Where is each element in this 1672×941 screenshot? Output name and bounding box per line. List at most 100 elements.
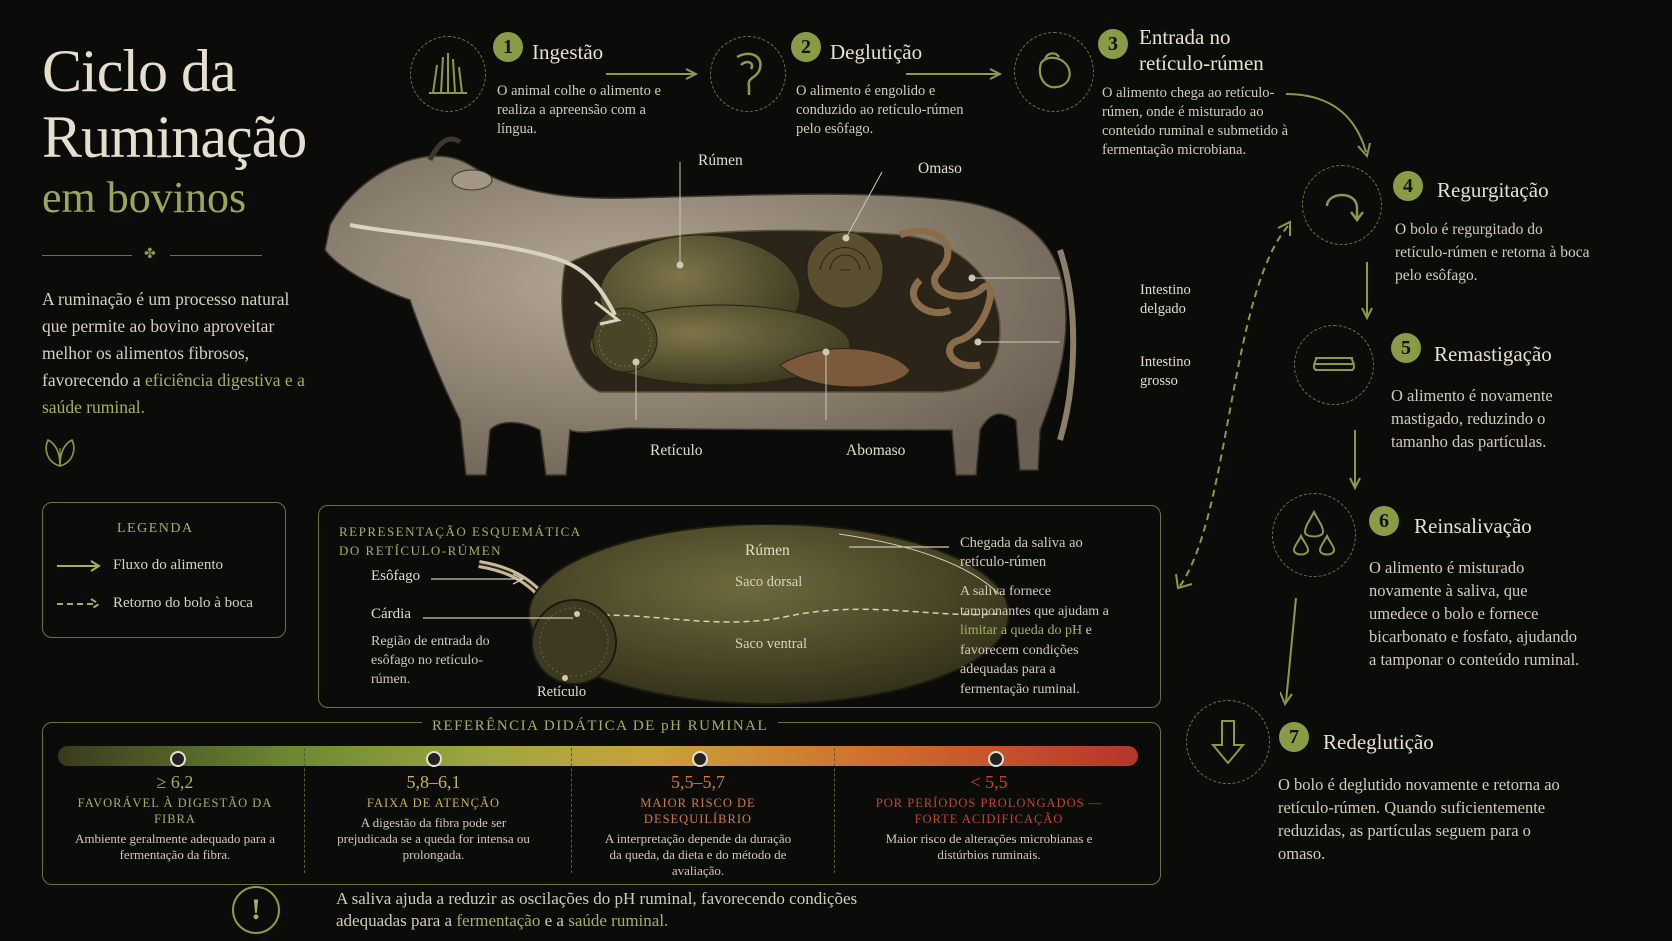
ph-marker-4	[988, 751, 1004, 767]
saliva-pointer	[849, 546, 949, 548]
label-intestino-delgado: Intestino delgado	[1140, 282, 1191, 317]
step-1-badge: 1	[493, 32, 523, 62]
schema-title-line-1: REPRESENTAÇÃO ESQUEMÁTICA	[339, 524, 582, 539]
stomach-icon	[1014, 32, 1094, 112]
schema-cardia-desc: Região de entrada do esôfago no retículo…	[371, 634, 490, 687]
reticulo-organ	[592, 307, 658, 373]
ph-range-1-value: ≥ 6,2	[156, 772, 194, 792]
step-3-desc: O alimento chega ao retículo-rúmen, onde…	[1102, 85, 1289, 158]
ph-marker-1	[170, 751, 186, 767]
divider	[170, 255, 262, 256]
cardia-pointer	[423, 617, 573, 619]
ph-range-3-value: 5,5–5,7	[671, 772, 725, 792]
label-intestino-grosso: Intestino grosso	[1140, 354, 1191, 389]
step-2-title: Deglutição	[830, 40, 923, 64]
ph-range-4: < 5,5 POR PERÍODOS PROLONGADOS — FORTE A…	[864, 772, 1114, 863]
note-line-1: A saliva ajuda a reduzir as oscilações d…	[336, 889, 858, 908]
ph-gradient-bar	[58, 746, 1138, 766]
page-subtitle: em bovinos	[42, 173, 247, 222]
step-7-badge: 7	[1279, 722, 1309, 752]
flow-arrow-5	[1349, 430, 1361, 491]
ph-range-2-value: 5,8–6,1	[406, 772, 461, 792]
intro-highlight: eficiência digestiva e a saúde ruminal.	[42, 370, 305, 417]
step-4-title: Regurgitação	[1437, 178, 1549, 202]
ph-range-1: ≥ 6,2 FAVORÁVEL À DIGESTÃO DA FIBRA Ambi…	[70, 772, 280, 863]
schema-label-esofago: Esôfago	[371, 568, 421, 584]
drops-icon	[1272, 493, 1356, 577]
ph-range-4-value: < 5,5	[970, 772, 1008, 792]
leaf-ornament-icon: ✤	[144, 247, 156, 262]
esofago-pointer	[431, 573, 525, 585]
schema-label-rumen: Rúmen	[745, 542, 790, 559]
step-5-desc: O alimento é novamente mastigado, reduzi…	[1391, 386, 1553, 451]
step-7-desc: O bolo é deglutido novamente e retorna a…	[1278, 775, 1560, 863]
exclamation-icon: !	[232, 886, 280, 934]
step-4-badge: 4	[1393, 171, 1423, 201]
saliva-text-b: e favorecem condições adequadas para a f…	[960, 623, 1092, 697]
ph-range-3: 5,5–5,7 MAIOR RISCO DE DESEQUILÍBRIO A i…	[603, 772, 793, 879]
schema-title-line-2: DO RETÍCULO-RÚMEN	[339, 543, 503, 558]
note-highlight-1: fermentação	[456, 911, 541, 930]
saliva-highlight: limitar a queda do pH	[960, 623, 1083, 638]
ph-marker-2	[426, 751, 442, 767]
legend-title: LEGENDA	[117, 521, 194, 536]
step-3-title-line-1: Entrada no	[1139, 25, 1231, 49]
step-3-title-line-2: retículo-rúmen	[1139, 51, 1264, 75]
note-text-b: adequadas para a	[336, 911, 457, 930]
note-text-c: e a	[540, 911, 569, 930]
rumen-schematic	[478, 524, 1010, 705]
chewing-icon	[1294, 325, 1374, 405]
ph-range-2-caption: FAIXA DE ATENÇÃO	[366, 796, 501, 810]
ph-divider	[571, 748, 572, 873]
ph-range-3-caption: MAIOR RISCO DE DESEQUILÍBRIO	[640, 796, 756, 826]
note-highlight-2: saúde ruminal.	[568, 911, 669, 930]
ph-divider	[304, 748, 305, 873]
schema-label-cardia: Cárdia	[371, 606, 411, 622]
ph-range-2-desc: A digestão da fibra pode ser prejudicada…	[337, 815, 530, 862]
step-4-desc: O bolo é regurgitado do retículo-rúmen e…	[1395, 221, 1590, 284]
bottom-note: A saliva ajuda a reduzir as oscilações d…	[336, 888, 857, 932]
step-3-badge: 3	[1098, 29, 1128, 59]
ph-range-4-desc: Maior risco de alterações microbianas e …	[885, 831, 1093, 862]
title-line-2: Ruminação	[42, 104, 307, 170]
schema-box: REPRESENTAÇÃO ESQUEMÁTICA DO RETÍCULO-RÚ…	[318, 505, 1161, 708]
schema-label-saco-ventral: Saco ventral	[735, 636, 808, 652]
label-abomaso: Abomaso	[846, 442, 906, 459]
ph-range-1-caption: FAVORÁVEL À DIGESTÃO DA FIBRA	[77, 796, 273, 826]
esophagus-path	[349, 223, 617, 316]
label-rumen: Rúmen	[698, 152, 743, 169]
cow-illustration	[324, 136, 1077, 476]
saliva-text-a: A saliva fornece tamponantes que ajudam …	[960, 584, 1109, 619]
schema-saliva-title: Chegada da saliva ao retículo-rúmen	[960, 535, 1083, 570]
label-reticulo: Retículo	[650, 442, 703, 459]
throat-icon	[710, 36, 786, 112]
ph-divider	[834, 748, 835, 873]
intestines	[898, 227, 994, 370]
flow-arrow-1	[606, 68, 699, 80]
flow-arrow-4	[1361, 262, 1373, 321]
divider	[42, 255, 132, 256]
step-2-badge: 2	[791, 32, 821, 62]
intro-text: A ruminação é um processo natural que pe…	[42, 289, 290, 390]
legend-flow-label: Fluxo do alimento	[113, 557, 223, 573]
page-title: Ciclo da Ruminação	[42, 38, 307, 170]
legend-box: LEGENDA Fluxo do alimento Retorno do bol…	[42, 502, 286, 638]
note-line-2: adequadas para a fermentação e a saúde r…	[336, 910, 857, 932]
label-omaso: Omaso	[918, 160, 962, 177]
down-arrow-icon	[1186, 700, 1270, 784]
ph-marker-3	[692, 751, 708, 767]
title-line-1: Ciclo da	[42, 38, 237, 104]
return-arrow-icon	[1302, 165, 1382, 245]
flow-arrow-6	[1280, 598, 1297, 707]
return-dashed-arrow	[1175, 220, 1291, 590]
schema-label-saco-dorsal: Saco dorsal	[735, 574, 803, 590]
ph-range-2: 5,8–6,1 FAIXA DE ATENÇÃO A digestão da f…	[336, 772, 531, 863]
ph-title: REFERÊNCIA DIDÁTICA DE pH RUMINAL	[422, 718, 779, 735]
step-2-desc: O alimento é engolido e conduzido ao ret…	[796, 83, 964, 137]
flow-arrow-2	[906, 68, 1003, 80]
step-3-title: Entrada no retículo-rúmen	[1139, 24, 1264, 76]
schema-label-reticulo: Retículo	[537, 684, 587, 700]
schema-title: REPRESENTAÇÃO ESQUEMÁTICA DO RETÍCULO-RÚ…	[339, 522, 582, 560]
schema-saliva-text: A saliva fornece tamponantes que ajudam …	[960, 582, 1120, 699]
intro-paragraph: A ruminação é um processo natural que pe…	[42, 286, 312, 421]
